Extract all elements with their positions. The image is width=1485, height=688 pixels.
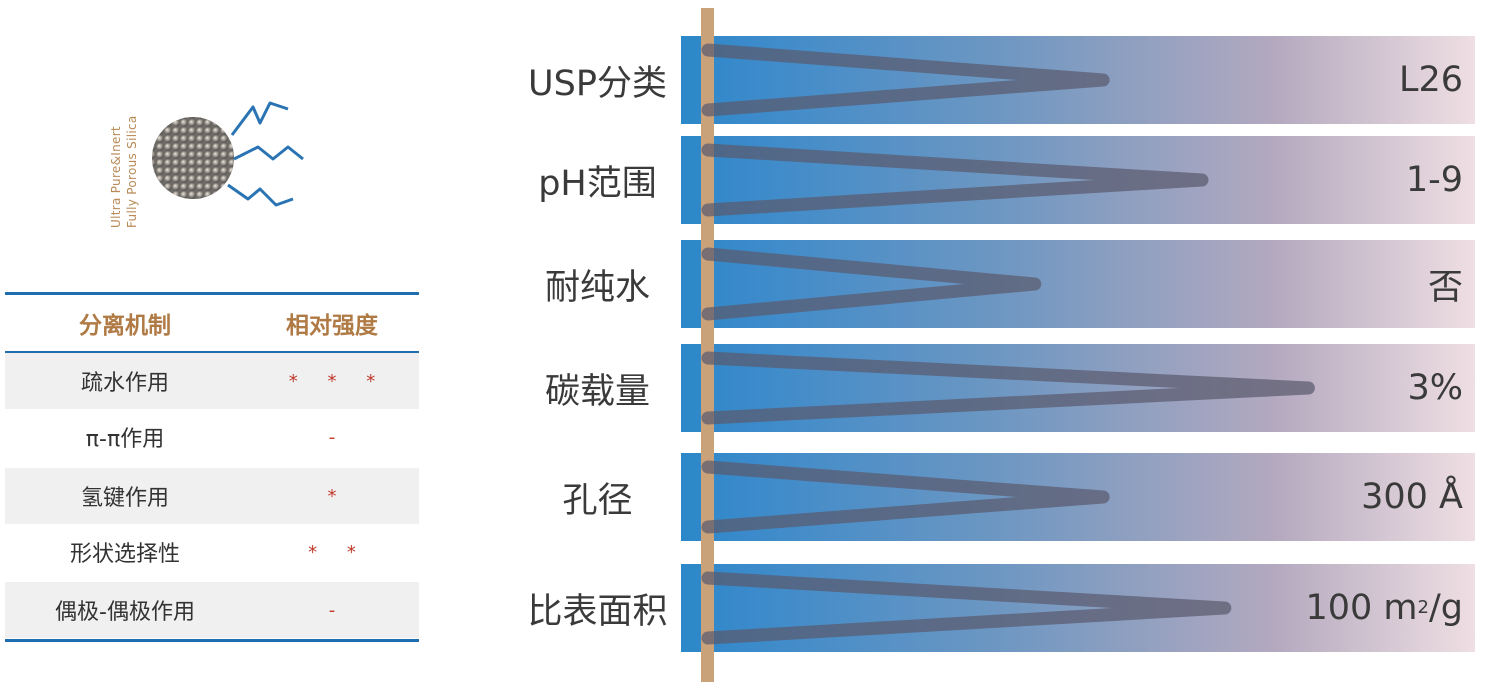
table-rule-header: [5, 351, 419, 353]
spec-bar-water: 否: [681, 240, 1475, 328]
table-row: 形状选择性 * *: [5, 524, 419, 580]
spec-label-water: 耐纯水: [544, 267, 650, 308]
row-mechanism: 疏水作用: [80, 371, 169, 396]
table-row: 偶极-偶极作用 -: [5, 582, 419, 638]
wedge-mark-4: [701, 460, 1110, 534]
wedge-mark-0: [701, 43, 1110, 117]
spec-label-ph: pH范围: [538, 163, 657, 204]
row-strength: -: [328, 426, 348, 448]
chain-bottom: [227, 183, 294, 207]
table-row: π-π作用 -: [5, 409, 419, 465]
silica-particle-icon: [152, 101, 304, 207]
chain-top: [230, 101, 289, 136]
table-row: 疏水作用 * * *: [5, 353, 419, 409]
spec-label-carbon: 碳载量: [544, 371, 650, 412]
row-mechanism: 形状选择性: [69, 542, 180, 567]
row-strength: -: [328, 599, 348, 621]
row-strength: * * *: [288, 370, 388, 392]
spec-value-water: 否: [1427, 267, 1463, 308]
surface-value-tail: /g: [1428, 588, 1463, 628]
row-mechanism: 偶极-偶极作用: [55, 600, 195, 625]
spec-value-pore: 300 Å: [1361, 477, 1463, 517]
wedge-mark-3: [701, 351, 1315, 425]
row-mechanism: 氢键作用: [80, 486, 169, 511]
row-strength: *: [327, 485, 349, 507]
row-strength: * *: [308, 541, 368, 563]
table-rule-top: [5, 292, 419, 295]
table-row: 氢键作用 *: [5, 468, 419, 524]
surface-value-main: 100 m: [1305, 588, 1418, 628]
header-mechanism: 分离机制: [79, 313, 171, 339]
spine-bar: [701, 8, 714, 682]
row-mechanism: π-π作用: [85, 427, 165, 452]
header-strength: 相对强度: [286, 313, 378, 339]
chain-mid: [233, 145, 304, 161]
spec-value-usp: L26: [1398, 60, 1463, 100]
wedge-mark-2: [701, 247, 1042, 321]
spec-value-ph: 1-9: [1405, 160, 1463, 200]
table-rule-bottom: [5, 639, 419, 642]
spec-label-surface: 比表面积: [527, 591, 668, 632]
spec-value-carbon: 3%: [1407, 368, 1463, 408]
spec-label-usp: USP分类: [528, 63, 667, 104]
table-header: 分离机制 相对强度: [5, 295, 419, 351]
spec-label-pore: 孔径: [562, 480, 633, 521]
wedge-mark-5: [701, 571, 1232, 645]
wedge-mark-1: [701, 143, 1209, 217]
